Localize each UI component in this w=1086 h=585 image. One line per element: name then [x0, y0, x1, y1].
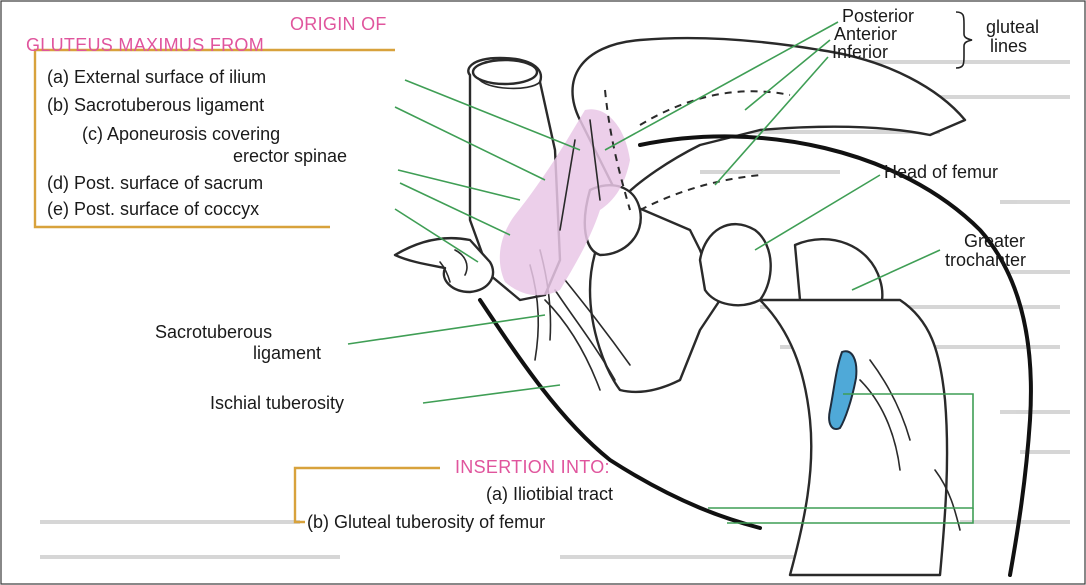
insertion-heading: INSERTION INTO:: [455, 457, 610, 477]
gluteal-line-inferior: Inferior: [832, 42, 888, 62]
insertion-item-b: (b) Gluteal tuberosity of femur: [307, 512, 545, 532]
origin-item-e: (e) Post. surface of coccyx: [47, 199, 259, 219]
origin-heading-line2: GLUTEUS MAXIMUS FROM: [26, 35, 264, 55]
gluteal-lines-word1: gluteal: [986, 17, 1039, 37]
origin-item-a: (a) External surface of ilium: [47, 67, 266, 87]
label-greater-trochanter-line1: Greater: [964, 231, 1025, 251]
gluteal-line-posterior: Posterior: [842, 6, 914, 26]
origin-heading-line1: ORIGIN OF: [290, 14, 387, 34]
origin-item-d: (d) Post. surface of sacrum: [47, 173, 263, 193]
label-sacrotuberous-line1: Sacrotuberous: [155, 322, 272, 342]
label-ischial-tuberosity: Ischial tuberosity: [210, 393, 344, 413]
origin-item-c-line2: erector spinae: [233, 146, 347, 166]
gluteal-line-anterior: Anterior: [834, 24, 897, 44]
origin-item-c-line1: (c) Aponeurosis covering: [82, 124, 280, 144]
label-greater-trochanter-line2: trochanter: [945, 250, 1026, 270]
insertion-item-a: (a) Iliotibial tract: [486, 484, 613, 504]
label-head-of-femur: Head of femur: [884, 162, 998, 182]
origin-item-b: (b) Sacrotuberous ligament: [47, 95, 264, 115]
label-sacrotuberous-line2: ligament: [253, 343, 321, 363]
gluteal-lines-word2: lines: [990, 36, 1027, 56]
